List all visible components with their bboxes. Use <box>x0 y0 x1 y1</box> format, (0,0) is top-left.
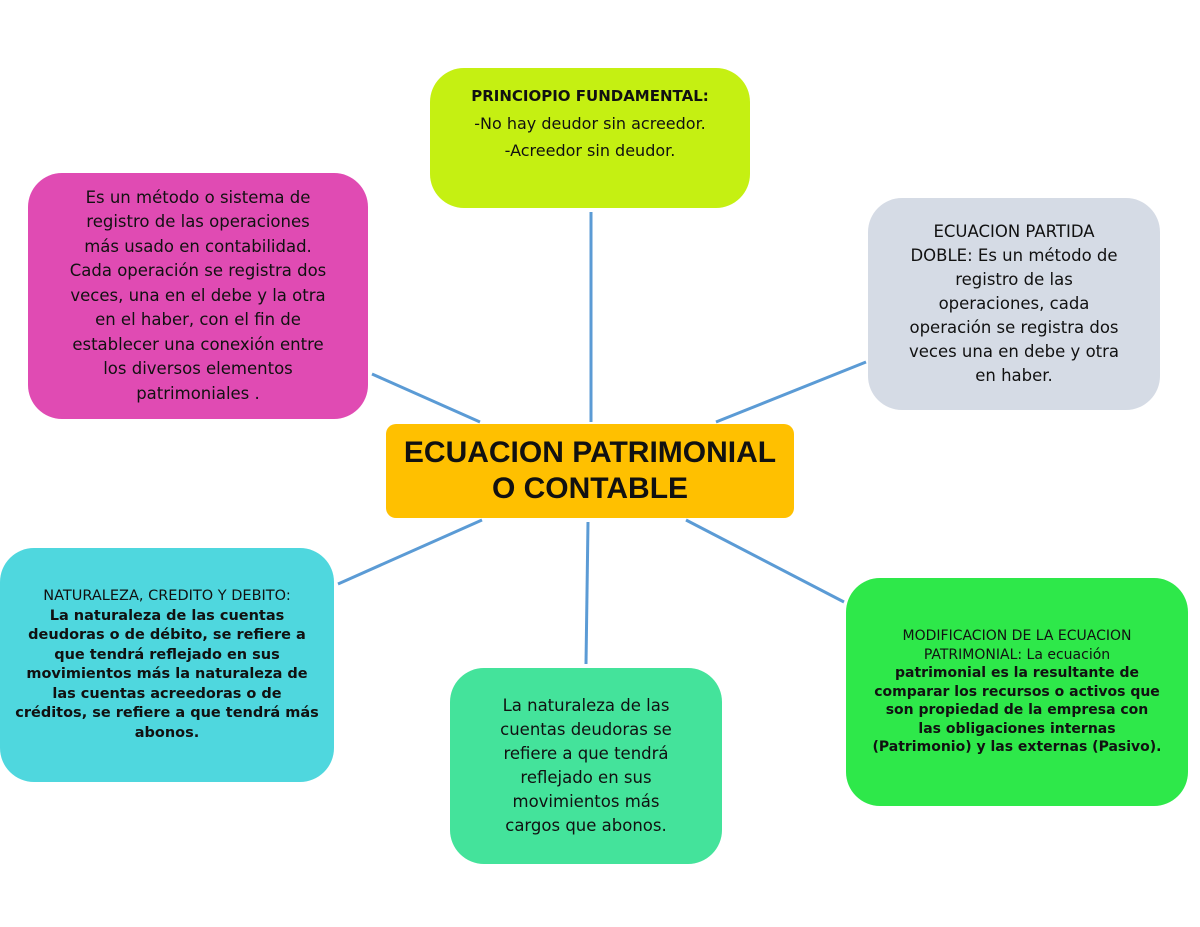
node-line: La naturaleza de las <box>502 696 670 715</box>
node-line: créditos, se refiere a que tendrá más <box>15 705 319 721</box>
node-cuentas-deudoras: La naturaleza de las cuentas deudoras se… <box>450 668 722 864</box>
node-line: deudoras o de débito, se refiere a <box>28 627 306 643</box>
node-line: establecer una conexión entre <box>72 334 324 354</box>
node-title: PRINCIOPIO FUNDAMENTAL: <box>471 86 709 105</box>
node-line: refiere a que tendrá <box>503 744 669 763</box>
node-line: abonos. <box>134 724 200 741</box>
node-line: que tendrá reflejado en sus <box>54 646 280 663</box>
central-node-line: O CONTABLE <box>491 472 689 505</box>
node-line: -Acreedor sin deudor. <box>504 140 676 160</box>
node-principio-fundamental: PRINCIOPIO FUNDAMENTAL: -No hay deudor s… <box>430 68 750 208</box>
node-line: operaciones, cada <box>938 294 1090 313</box>
node-line: reflejado en sus <box>520 768 652 787</box>
connector-bottom-left <box>337 518 483 586</box>
node-line: MODIFICACION DE LA ECUACION <box>902 628 1132 645</box>
node-line: comparar los recursos o activos que <box>874 683 1160 700</box>
node-partida-doble: ECUACION PARTIDA DOBLE: Es un método de … <box>868 198 1160 410</box>
node-line: en el haber, con el fin de <box>95 310 301 330</box>
central-node-line: ECUACION PATRIMONIAL <box>403 436 777 469</box>
node-line: Es un método o sistema de <box>85 187 311 207</box>
node-line: las cuentas acreedoras o de <box>52 685 282 702</box>
node-line: operación se registra dos <box>909 318 1119 337</box>
connector-left <box>371 372 481 424</box>
node-line: patrimonial es la resultante de <box>895 665 1139 682</box>
node-line: NATURALEZA, CREDITO Y DEBITO: <box>43 588 291 604</box>
node-line: en haber. <box>975 366 1053 385</box>
node-line: son propiedad de la empresa con <box>885 702 1149 719</box>
node-line: La naturaleza de las cuentas <box>49 607 285 624</box>
node-line: las obligaciones internas <box>918 720 1116 737</box>
connector-right <box>715 360 867 424</box>
node-line: veces, una en el debe y la otra <box>70 285 326 305</box>
node-line: -No hay deudor sin acreedor. <box>474 113 706 133</box>
connector-bottom-right <box>685 518 845 604</box>
node-line: PATRIMONIAL: La ecuación <box>923 646 1111 663</box>
node-line: (Patrimonio) y las externas (Pasivo). <box>872 739 1162 756</box>
node-metodo-registro: Es un método o sistema de registro de la… <box>28 173 368 419</box>
node-line: veces una en debe y otra <box>908 342 1120 361</box>
node-line: más usado en contabilidad. <box>84 236 312 256</box>
node-line: movimientos más la naturaleza de <box>26 666 308 682</box>
node-line: registro de las operaciones <box>86 212 310 232</box>
node-line: registro de las <box>955 270 1073 289</box>
node-line: ECUACION PARTIDA <box>933 222 1095 241</box>
central-node: ECUACION PATRIMONIAL O CONTABLE <box>386 424 794 518</box>
node-line: los diversos elementos <box>103 359 293 379</box>
node-modificacion-ecuacion: MODIFICACION DE LA ECUACION PATRIMONIAL:… <box>846 578 1188 806</box>
node-line: cargos que abonos. <box>505 816 667 835</box>
node-line: Cada operación se registra dos <box>69 261 327 281</box>
connector-bottom-middle <box>584 521 590 665</box>
node-naturaleza-credito-debito: NATURALEZA, CREDITO Y DEBITO: La natural… <box>0 548 334 782</box>
node-line: patrimoniales . <box>136 383 260 403</box>
node-line: cuentas deudoras se <box>500 720 672 739</box>
node-line: DOBLE: Es un método de <box>910 246 1118 265</box>
node-line: movimientos más <box>512 792 660 811</box>
